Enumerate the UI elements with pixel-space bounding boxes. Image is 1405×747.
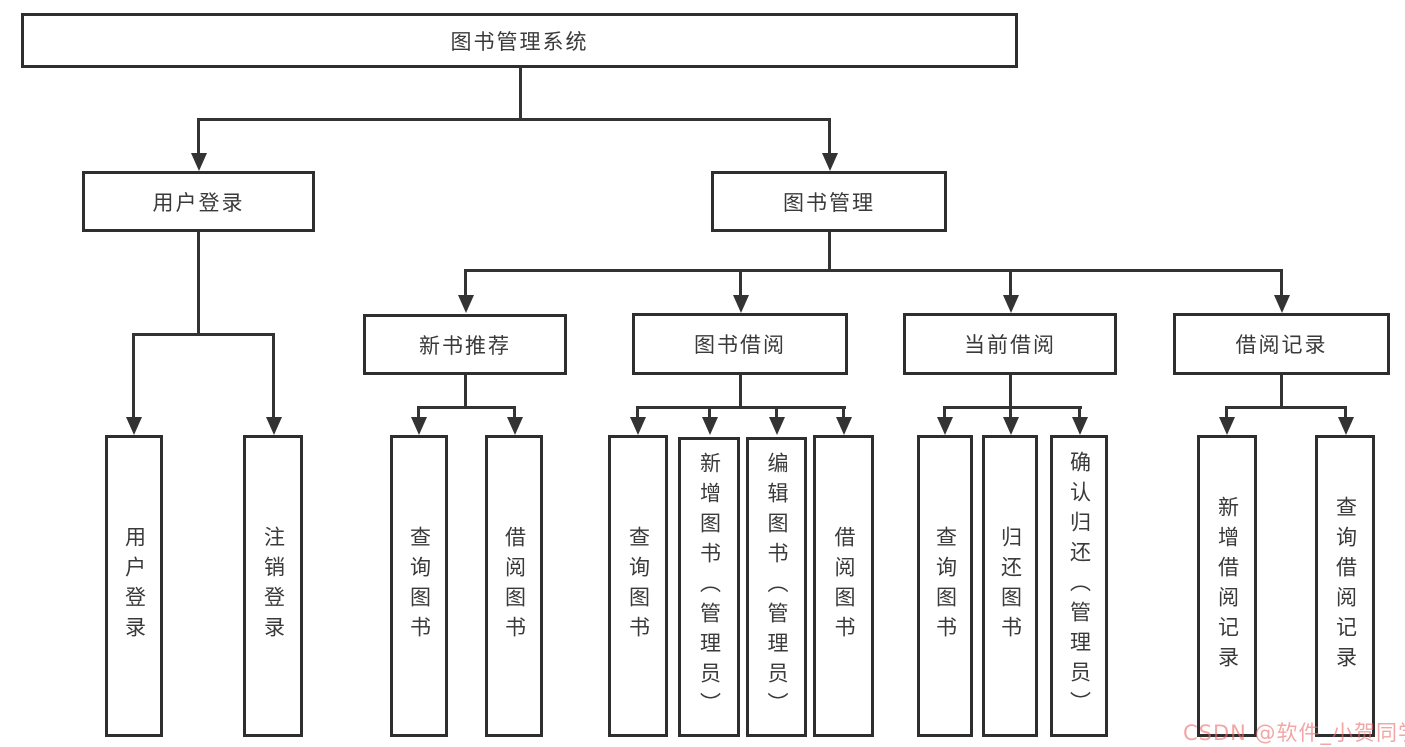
connector-book-management-horizontal	[464, 269, 1283, 272]
arrow-to-leaf-user-login	[125, 333, 142, 435]
node-user-login: 用户登录	[82, 171, 315, 232]
leaf-nbr-query-books: 查询图书	[390, 435, 448, 737]
leaf-logout-login: 注销登录	[243, 435, 303, 737]
leaf-bb-edit-books-admin: 编辑图书（管理员）	[746, 437, 807, 737]
node-current-borrow: 当前借阅	[903, 313, 1117, 375]
connector-book-borrow-stub	[739, 375, 742, 406]
connector-root-stub	[519, 68, 522, 118]
node-root-book-management-system: 图书管理系统	[21, 13, 1018, 68]
csdn-watermark: CSDN @软件_小贺同学	[1183, 721, 1405, 745]
connector-root-horizontal	[197, 118, 831, 121]
leaf-cb-confirm-return-admin: 确认归还（管理员）	[1050, 435, 1108, 737]
leaf-cb-return-books: 归还图书	[982, 435, 1038, 737]
arrow-to-bb-query-books	[629, 406, 646, 435]
arrow-to-user-login	[190, 118, 207, 171]
node-new-book-recommend: 新书推荐	[363, 314, 567, 375]
arrow-to-bb-add-books	[701, 406, 718, 435]
leaf-br-query-borrow-record: 查询借阅记录	[1315, 435, 1375, 737]
arrow-to-nbr-query-books	[410, 406, 427, 435]
connector-book-borrow-horizontal	[636, 406, 846, 409]
connector-borrow-records-stub	[1280, 375, 1283, 406]
connector-borrow-records-horizontal	[1225, 406, 1347, 409]
arrow-to-cb-query-books	[936, 406, 953, 435]
leaf-bb-borrow-books: 借阅图书	[813, 435, 874, 737]
arrow-to-bb-borrow-books	[835, 406, 852, 435]
node-book-borrow: 图书借阅	[632, 313, 848, 375]
arrow-to-current-borrow	[1002, 269, 1019, 313]
arrow-to-br-add-record	[1218, 406, 1235, 435]
node-book-management: 图书管理	[711, 171, 947, 232]
arrow-to-new-book-recommend	[457, 269, 474, 313]
connector-new-book-recommend-horizontal	[417, 406, 516, 409]
arrow-to-book-management	[821, 118, 838, 171]
arrow-to-book-borrow	[732, 269, 749, 313]
leaf-user-login: 用户登录	[105, 435, 163, 737]
leaf-br-add-borrow-record: 新增借阅记录	[1197, 435, 1257, 737]
arrow-to-bb-edit-books	[768, 406, 785, 435]
arrow-to-borrow-records	[1273, 269, 1290, 313]
connector-new-book-recommend-stub	[464, 375, 467, 406]
leaf-nbr-borrow-books: 借阅图书	[485, 435, 543, 737]
node-borrow-records: 借阅记录	[1173, 313, 1390, 375]
arrow-to-leaf-logout	[265, 333, 282, 435]
leaf-bb-query-books: 查询图书	[608, 435, 668, 737]
connector-user-login-horizontal	[132, 333, 275, 336]
connector-user-login-stub	[197, 232, 200, 333]
leaf-cb-query-books: 查询图书	[917, 435, 973, 737]
arrow-to-cb-confirm-return	[1071, 406, 1088, 435]
leaf-bb-add-books-admin: 新增图书（管理员）	[678, 437, 740, 737]
arrow-to-nbr-borrow-books	[506, 406, 523, 435]
connector-current-borrow-stub	[1009, 375, 1012, 406]
connector-book-management-stub	[828, 232, 831, 269]
arrow-to-cb-return-books	[1002, 406, 1019, 435]
connector-current-borrow-horizontal	[943, 406, 1082, 409]
arrow-to-br-query-record	[1337, 406, 1354, 435]
